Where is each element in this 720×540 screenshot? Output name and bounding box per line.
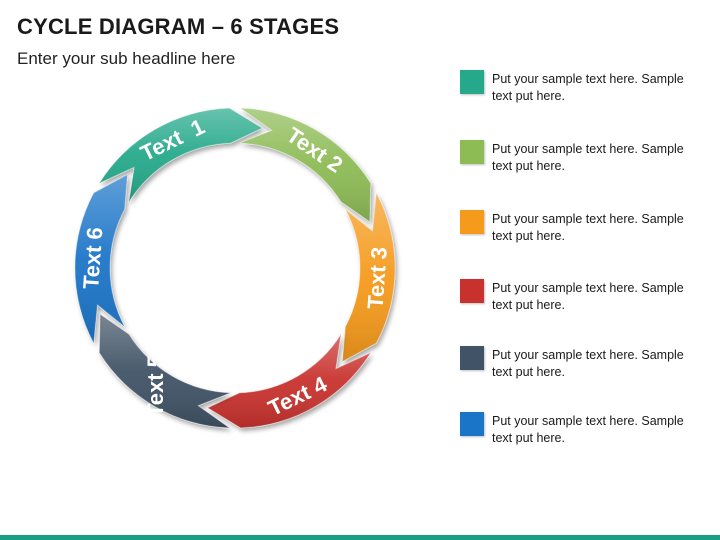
legend-text-4: Put your sample text here. Sample text p… <box>492 281 684 312</box>
legend-item-5: Put your sample text here. Sample text p… <box>460 346 710 386</box>
stage-3: Text 3 <box>341 191 396 363</box>
legend-swatch-4 <box>460 279 484 303</box>
stage-3-gloss <box>342 192 396 362</box>
legend-swatch-6 <box>460 412 484 436</box>
slide-title: CYCLE DIAGRAM – 6 STAGES <box>17 14 340 39</box>
legend-item-4: Put your sample text here. Sample text p… <box>460 279 710 319</box>
legend-swatch-3 <box>460 210 484 234</box>
legend-text-3: Put your sample text here. Sample text p… <box>492 212 684 243</box>
stage-5-label: Text 5 <box>143 355 168 417</box>
footer-bar <box>0 535 720 540</box>
stage-5-gloss <box>99 314 231 428</box>
legend-swatch-5 <box>460 346 484 370</box>
legend-item-1: Put your sample text here. Sample text p… <box>460 70 710 110</box>
legend-item-3: Put your sample text here. Sample text p… <box>460 210 710 250</box>
stage-6: Text 6 <box>74 173 129 345</box>
stage-4-gloss <box>207 334 371 428</box>
stage-6-gloss <box>74 174 128 344</box>
stage-5: Text 5 <box>98 313 232 429</box>
slide-subtitle: Enter your sub headline here <box>17 49 236 68</box>
legend-item-2: Put your sample text here. Sample text p… <box>460 140 710 180</box>
stage-6-label: Text 6 <box>78 226 107 290</box>
stage-1: Text 1 <box>97 107 264 203</box>
legend-text-5: Put your sample text here. Sample text p… <box>492 348 684 379</box>
legend-swatch-2 <box>460 140 484 164</box>
legend-text-2: Put your sample text here. Sample text p… <box>492 142 684 173</box>
stage-2: Text 2 <box>238 107 372 223</box>
legend-text-1: Put your sample text here. Sample text p… <box>492 72 684 103</box>
legend-text-6: Put your sample text here. Sample text p… <box>492 414 684 445</box>
legend-item-6: Put your sample text here. Sample text p… <box>460 412 710 452</box>
stage-2-gloss <box>239 108 371 222</box>
stage-3-label: Text 3 <box>363 246 392 310</box>
legend-swatch-1 <box>460 70 484 94</box>
stage-1-gloss <box>99 108 263 202</box>
